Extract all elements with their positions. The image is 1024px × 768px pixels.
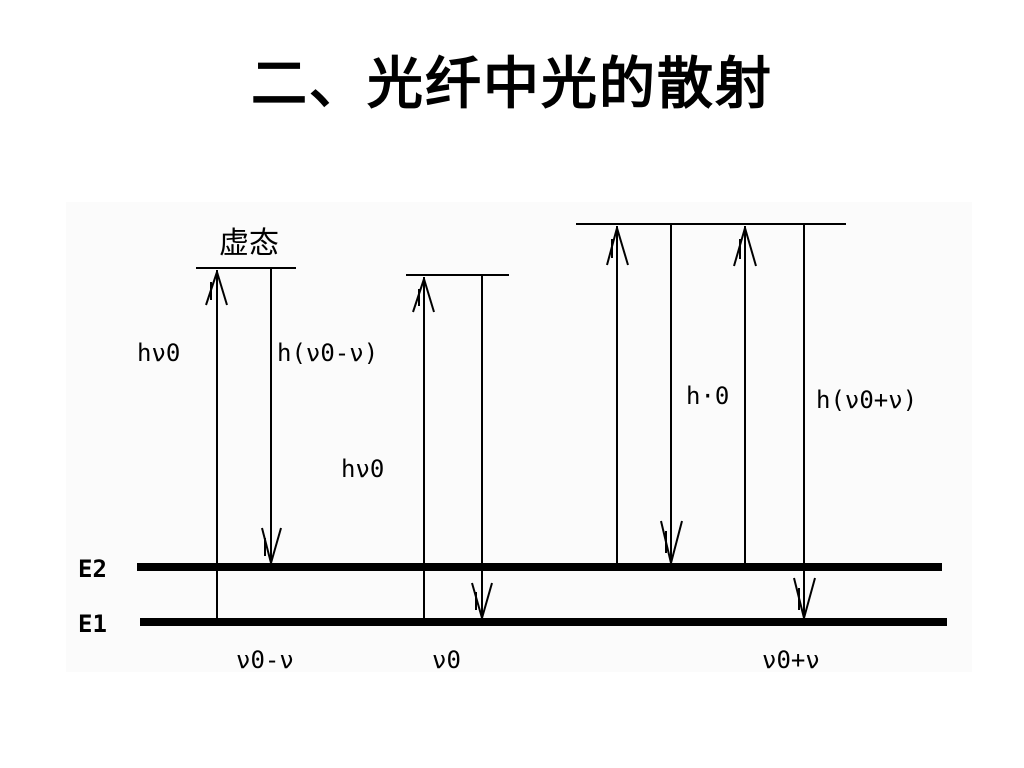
slide-title: 二、光纤中光的散射: [251, 51, 773, 117]
rayleigh-up-arrow: [412, 277, 435, 622]
antistokes-up-arrow-1: [606, 226, 629, 565]
level-e1-label: E1: [78, 610, 107, 638]
stokes-up-label: hν0: [137, 339, 180, 367]
rayleigh-down-arrow: [471, 275, 493, 620]
level-e2-label: E2: [78, 555, 107, 583]
antistokes-up-label: h·0: [686, 382, 729, 410]
antistokes-down-label: h(ν0+ν): [816, 386, 917, 414]
antistokes-up-arrow-2: [733, 226, 757, 565]
virtual-state-label: 虚态: [219, 226, 279, 261]
antistokes-frequency-label: ν0+ν: [762, 646, 820, 674]
antistokes-down-arrow-1: [660, 224, 683, 565]
antistokes-down-arrow-2: [793, 224, 816, 620]
stokes-up-arrow: [205, 270, 228, 622]
rayleigh-up-label: hν0: [341, 455, 384, 483]
stokes-down-label: h(ν0-ν): [277, 339, 378, 367]
stokes-frequency-label: ν0-ν: [236, 646, 294, 674]
rayleigh-frequency-label: ν0: [432, 646, 461, 674]
stokes-down-arrow: [261, 268, 282, 565]
